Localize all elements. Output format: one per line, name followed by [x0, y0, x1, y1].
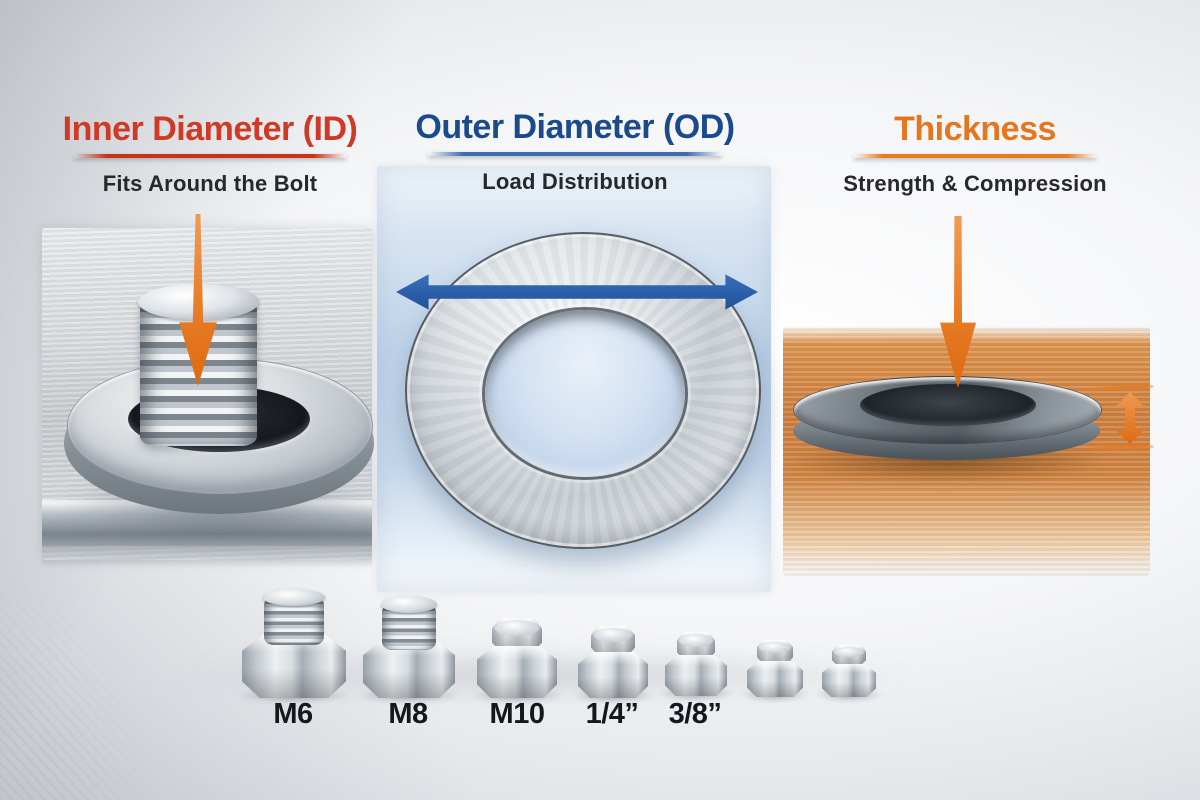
threaded-stud	[263, 589, 325, 645]
outer-diameter-header: Outer Diameter (OD) Load Distribution	[385, 108, 765, 195]
inner-diameter-underline	[74, 154, 346, 159]
outer-diameter-subtitle: Load Distribution	[482, 169, 668, 195]
bolt-three-eighths-inch	[658, 630, 734, 701]
outer-diameter-title: Outer Diameter (OD)	[415, 108, 735, 146]
threaded-stud	[381, 596, 437, 650]
thickness-title: Thickness	[894, 110, 1056, 148]
size-label-three-eighths-inch: 3/8”	[668, 698, 722, 730]
outer-diameter-underline	[428, 152, 722, 157]
inner-diameter-title: Inner Diameter (ID)	[62, 110, 358, 148]
thickness-header: Thickness Strength & Compression	[805, 110, 1145, 197]
right-washer-hole	[860, 384, 1036, 426]
metal-plate-fade	[42, 546, 372, 568]
size-label-m10: M10	[489, 698, 545, 730]
thickness-subtitle: Strength & Compression	[843, 171, 1107, 197]
inner-diameter-header: Inner Diameter (ID) Fits Around the Bolt	[30, 110, 390, 197]
hex-nut	[578, 652, 648, 698]
hex-nut	[665, 655, 727, 696]
hex-cap	[832, 645, 866, 666]
bolt-m6	[235, 588, 353, 703]
bolt-small-unlabeled	[740, 638, 810, 702]
inner-diameter-subtitle: Fits Around the Bolt	[102, 171, 318, 197]
size-label-m6: M6	[273, 698, 313, 730]
bolt-m8	[356, 594, 462, 703]
hex-cap	[591, 626, 635, 656]
hex-nut	[822, 664, 876, 697]
size-label-m8: M8	[388, 698, 428, 730]
corner-hatch-texture	[0, 565, 150, 800]
bolt-smallest-unlabeled	[815, 642, 883, 702]
bolt-quarter-inch	[571, 624, 655, 703]
thickness-underline	[854, 154, 1096, 159]
washer-front-hole	[485, 310, 685, 477]
size-label-quarter-inch: 1/4”	[585, 698, 639, 730]
hex-nut	[477, 646, 557, 698]
hex-nut	[747, 661, 803, 697]
bolt-m10	[470, 616, 564, 703]
hex-cap	[757, 640, 793, 664]
washer-front-view	[405, 232, 761, 549]
